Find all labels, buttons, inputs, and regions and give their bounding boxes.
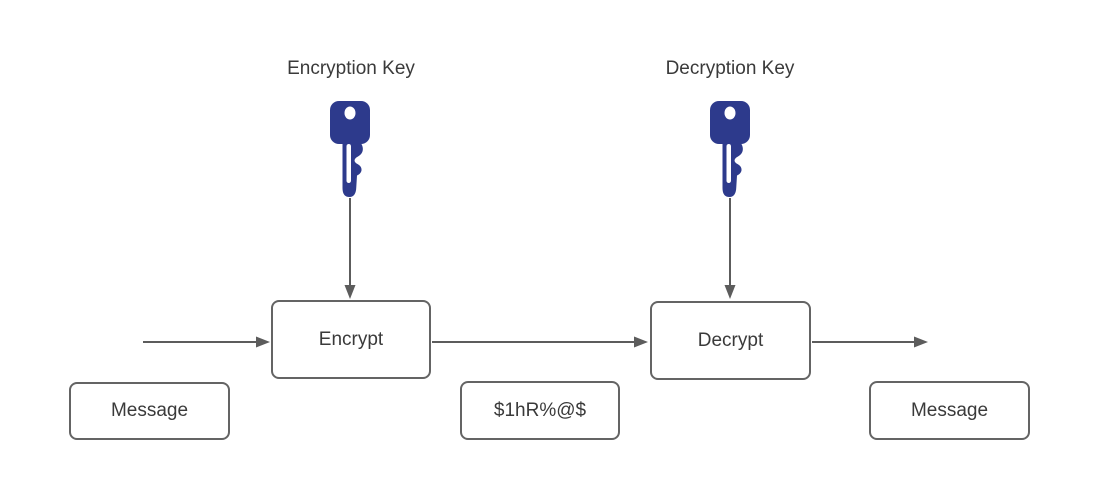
arrow-encrypt-to-decrypt bbox=[432, 336, 648, 348]
message-out-box: Message bbox=[869, 381, 1030, 440]
message-out-label: Message bbox=[910, 399, 989, 421]
decryption-key-label: Decryption Key bbox=[665, 58, 795, 79]
decrypt-label: Decrypt bbox=[697, 329, 764, 351]
encrypt-label: Encrypt bbox=[318, 328, 384, 350]
arrow-into-encrypt bbox=[143, 336, 270, 348]
arrow-decryption-key-down bbox=[724, 198, 736, 299]
encrypt-box: Encrypt bbox=[271, 300, 431, 379]
ciphertext-label: $1hR%@$ bbox=[493, 399, 587, 421]
decrypt-box: Decrypt bbox=[650, 301, 811, 380]
arrow-out-of-decrypt bbox=[812, 336, 928, 348]
message-in-box: Message bbox=[69, 382, 230, 440]
key-icon bbox=[710, 101, 750, 197]
ciphertext-box: $1hR%@$ bbox=[460, 381, 620, 440]
encryption-key-label: Encryption Key bbox=[287, 58, 415, 79]
arrow-encryption-key-down bbox=[344, 198, 356, 299]
key-icon bbox=[330, 101, 370, 197]
message-in-label: Message bbox=[110, 400, 189, 421]
